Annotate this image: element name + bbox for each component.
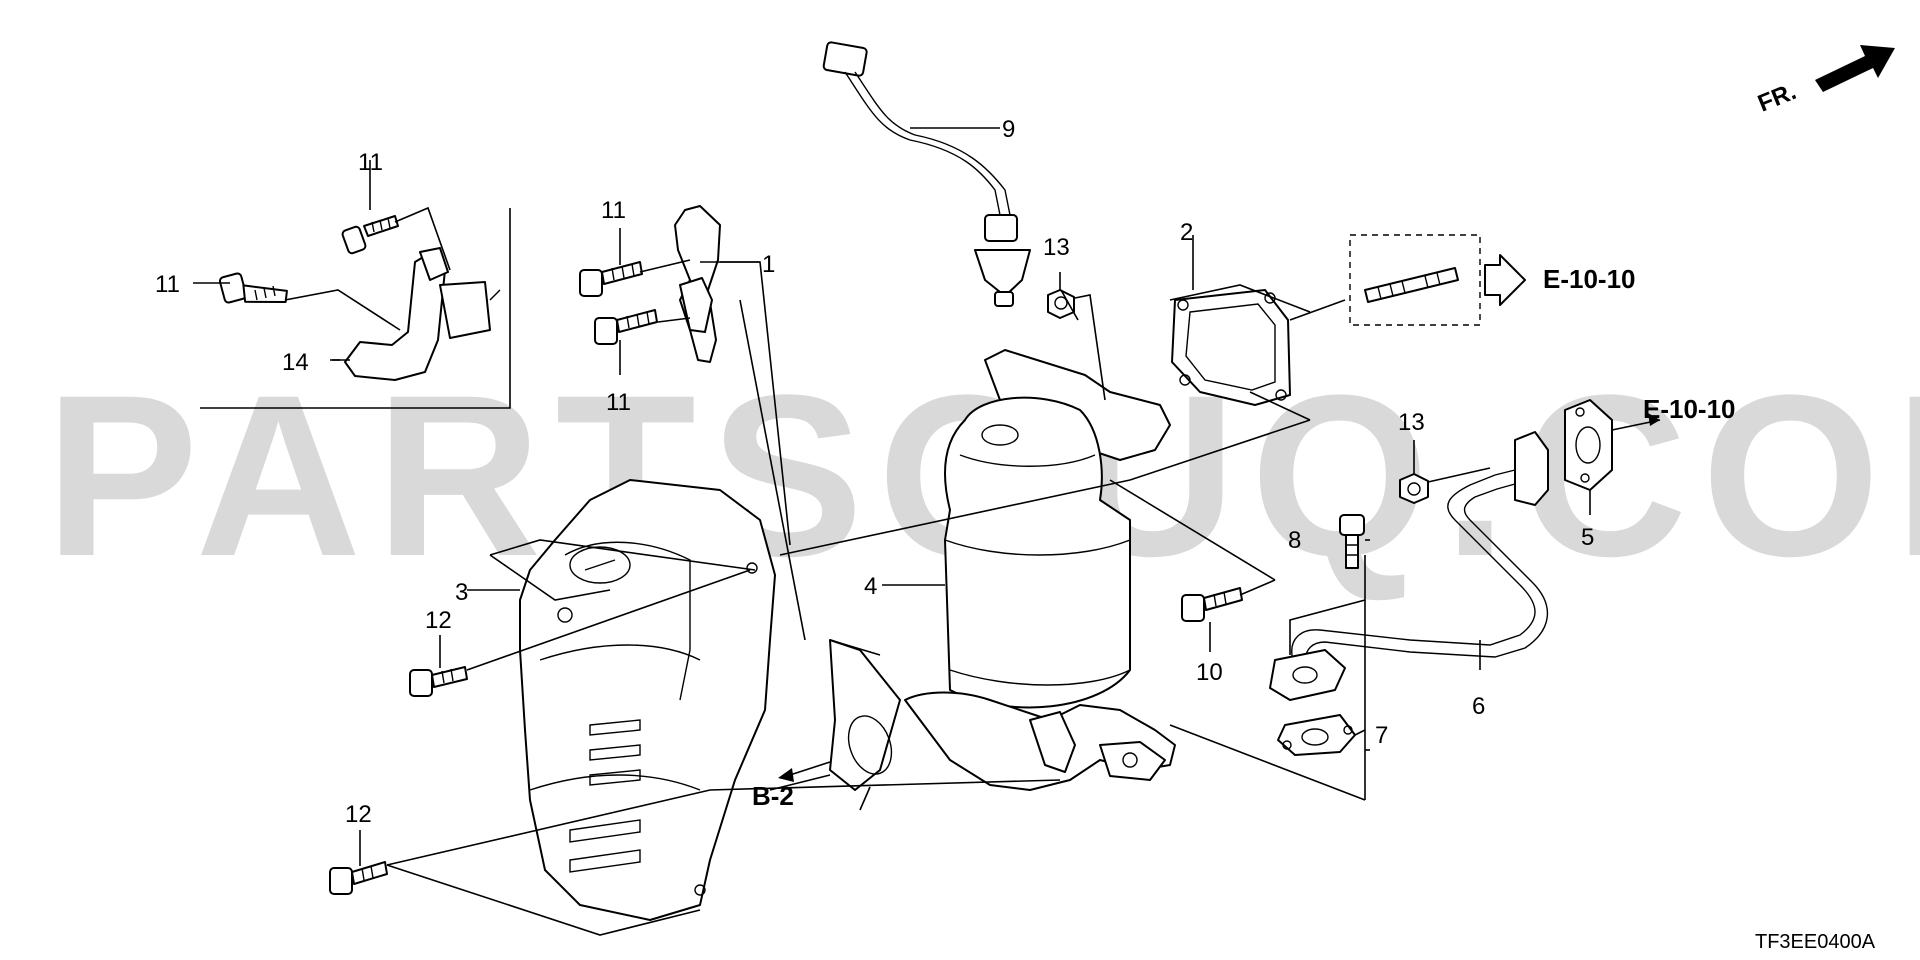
bolt-part-11-lower[interactable] [594, 309, 658, 345]
catalytic-converter-part-4[interactable] [829, 349, 1176, 791]
callout-9: 9 [1002, 116, 1015, 143]
sensor-bracket-part-14[interactable] [344, 247, 501, 381]
callout-12-lower: 12 [345, 801, 372, 828]
callout-13-right: 13 [1398, 409, 1425, 436]
callout-4: 4 [864, 573, 877, 600]
diagram-code: TF3EE0400A [1755, 931, 1876, 953]
bolt-part-8[interactable] [1339, 514, 1365, 569]
callout-10: 10 [1196, 659, 1223, 686]
callout-7: 7 [1375, 722, 1388, 749]
callout-13-upper: 13 [1043, 234, 1070, 261]
nut-part-13-upper[interactable] [1047, 289, 1075, 319]
callout-5: 5 [1581, 524, 1594, 551]
front-indicator: FR. [1754, 78, 1800, 118]
bolt-part-12-lower[interactable] [329, 861, 388, 895]
bracket-part-1[interactable] [674, 205, 721, 363]
reference-b-2[interactable]: B-2 [752, 781, 794, 811]
bolt-part-11-inset-lower[interactable] [218, 272, 290, 315]
gasket-part-5[interactable] [1564, 399, 1613, 491]
callout-11-inset-top: 11 [358, 149, 383, 176]
heat-shield-part-3[interactable] [519, 479, 776, 921]
stud-reference-box[interactable] [1349, 234, 1481, 326]
bolt-part-11-inset-upper[interactable] [341, 215, 399, 255]
gasket-part-7[interactable] [1277, 714, 1356, 756]
callout-3: 3 [455, 579, 468, 606]
reference-e-10-10-right[interactable]: E-10-10 [1643, 394, 1736, 424]
reference-arrow-right-icon [1648, 413, 1660, 426]
callout-8: 8 [1288, 527, 1301, 554]
reference-arrow-icon [1484, 254, 1526, 306]
nut-part-13-right[interactable] [1399, 473, 1429, 504]
callout-12-upper: 12 [425, 607, 452, 634]
reference-e-10-10-top[interactable]: E-10-10 [1543, 264, 1636, 294]
callout-2: 2 [1180, 219, 1193, 246]
front-arrow-icon [1815, 45, 1895, 92]
egr-pipe-part-6[interactable] [1269, 431, 1549, 701]
assembly-leader-lines [386, 259, 1661, 936]
callout-11-inset-left: 11 [155, 271, 180, 298]
callout-11-lower: 11 [606, 389, 631, 416]
bolt-part-12-upper[interactable] [409, 666, 468, 697]
oxygen-sensor-part-9[interactable] [822, 41, 1031, 307]
callout-ticks [193, 127, 1591, 866]
callout-11-upper: 11 [601, 197, 626, 224]
callout-14: 14 [282, 349, 309, 376]
gasket-part-2[interactable] [1171, 289, 1291, 406]
bolt-part-10[interactable] [1181, 587, 1243, 622]
reference-arrow-b2-icon [778, 761, 831, 782]
callout-6: 6 [1472, 693, 1485, 720]
inset-frame [200, 208, 511, 409]
bolt-part-11-upper[interactable] [579, 261, 643, 297]
callout-1: 1 [762, 251, 775, 278]
